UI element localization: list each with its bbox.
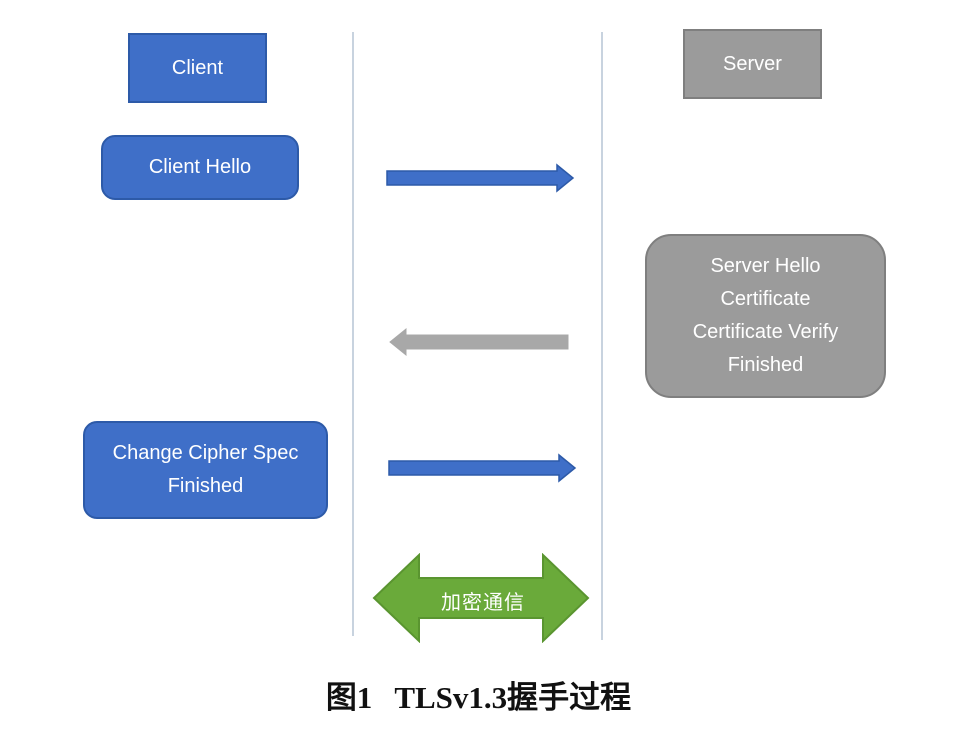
server-reply-line-certificate-verify: Certificate Verify [692,321,839,343]
server-reply-box: Server Hello Certificate Certificate Ver… [645,234,886,398]
client-finish-line-finished: Finished [167,475,244,497]
arrow-right-client-finish [388,453,577,483]
figure-number: 图1 [325,680,373,715]
arrow-right-client-finish-shape [388,453,577,483]
client-lane-line [352,32,354,636]
server-header-label: Server [723,52,782,75]
secure-channel-label: 加密通信 [441,589,525,614]
server-reply-line-server-hello: Server Hello [710,255,821,277]
client-header: Client [128,33,267,103]
client-header-label: Client [171,56,224,79]
arrow-left-server-reply-shape [389,327,569,357]
client-hello-box: Client Hello [101,135,299,200]
server-lane-line [601,32,603,640]
figure-title: TLSv1.3握手过程 [394,680,632,715]
double-arrow-secure-channel [372,553,590,643]
server-reply-line-certificate: Certificate [720,288,811,310]
client-finish-line-change-cipher-spec: Change Cipher Spec [112,442,299,464]
client-finish-box: Change Cipher Spec Finished [83,421,328,519]
figure-caption: 图1 TLSv1.3握手过程 [0,672,957,717]
arrow-right-client-hello-shape [386,163,575,193]
server-header: Server [683,29,822,99]
arrow-right-client-hello [386,163,575,193]
client-hello-line: Client Hello [148,156,252,178]
double-arrow-secure-channel-shape [372,553,590,643]
arrow-left-server-reply [389,327,569,357]
server-reply-line-finished: Finished [727,354,804,376]
